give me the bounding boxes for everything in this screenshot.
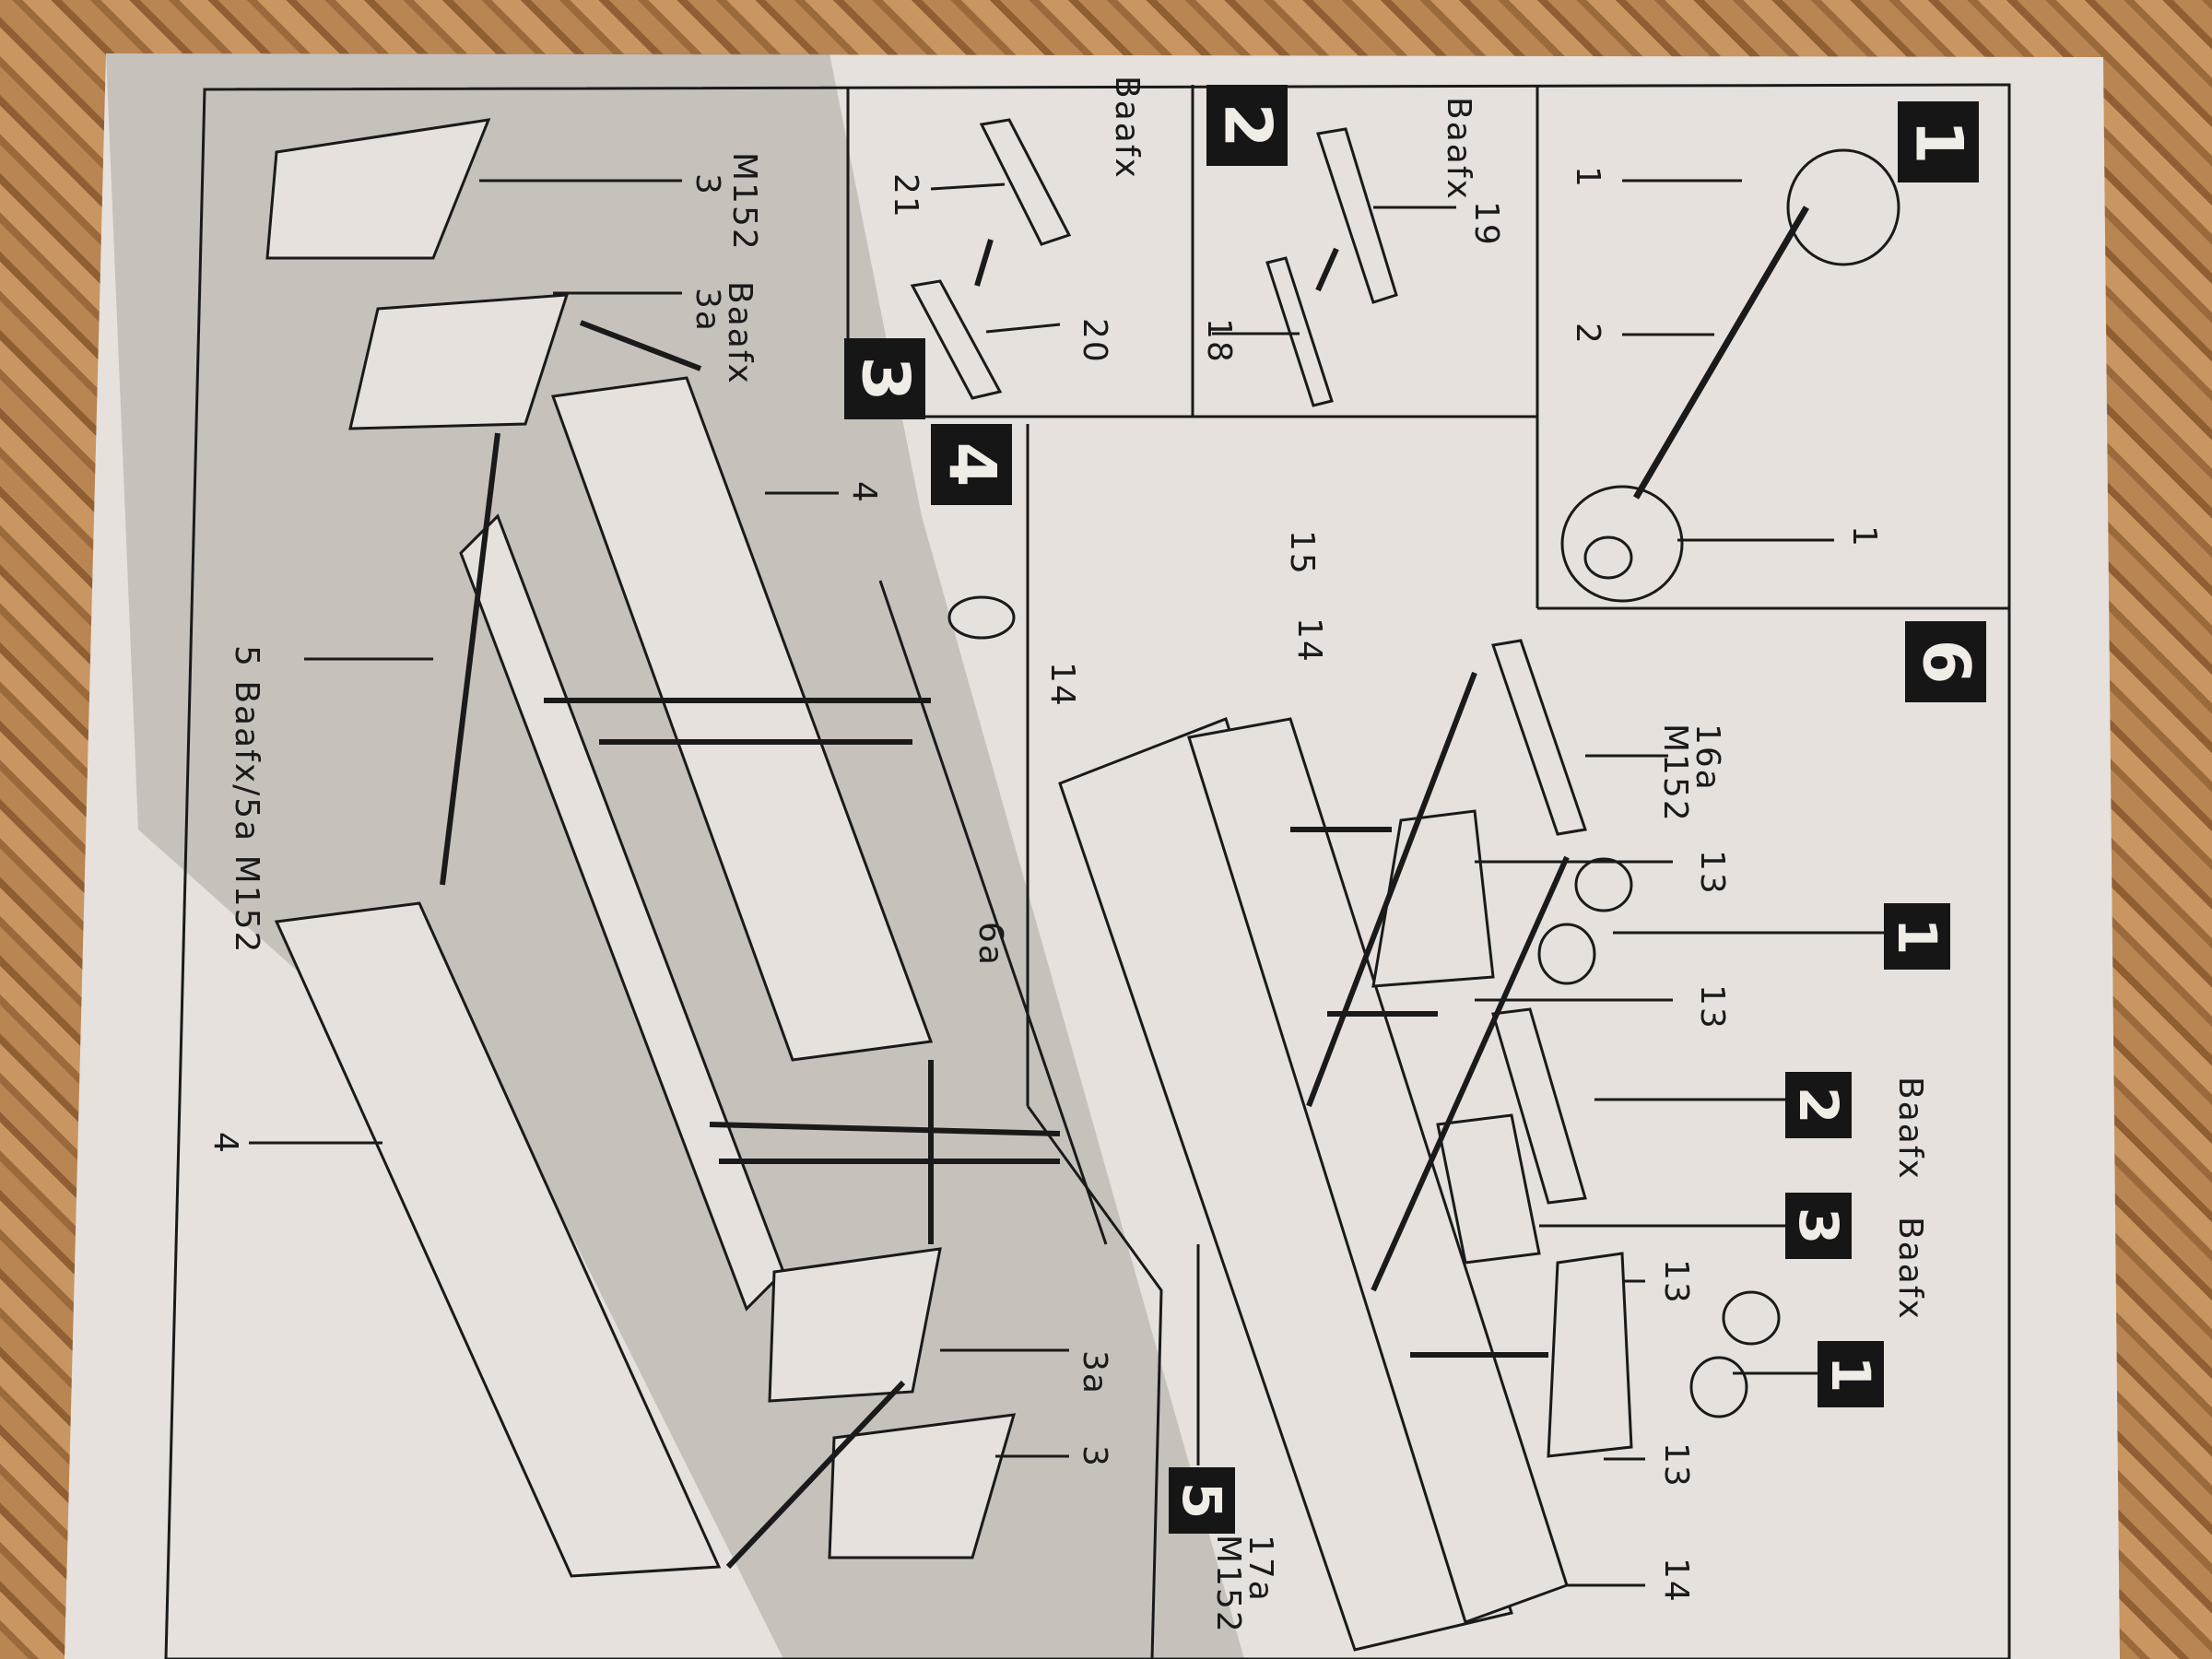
label-axle: 2 [1569,323,1606,346]
badge-number: 2 [1209,102,1285,148]
badge-number: 4 [934,441,1009,488]
step-badge-3: 3 [844,338,925,419]
label-bogie-13: 13 [1693,984,1731,1030]
label-roof-16a: 16a [1688,724,1726,792]
label-baafx: Baafx [721,281,759,385]
ref-badge-1-lower: 1 [1818,1341,1884,1407]
label-wheel: 1 [1845,525,1883,548]
label-part-3: 3 [688,173,726,196]
label-part-3: 3 [1076,1445,1113,1468]
label-part-14: 14 [1290,618,1328,664]
step-badge-6: 6 [1905,621,1986,702]
label-part-18: 18 [1200,318,1238,364]
label-variant: Baafx [1108,76,1146,180]
label-bogie-13: 13 [1693,850,1731,896]
label-m152: M152 [725,152,763,252]
label-part-21: 21 [887,173,924,219]
label-bogie-13: 13 [1657,1259,1695,1305]
step-badge-2: 2 [1206,85,1288,166]
step-badge-5: 5 [1169,1467,1235,1534]
badge-number: 5 [1170,1481,1233,1520]
outer-frame [164,83,2011,1659]
label-part-17a: 17a [1241,1535,1279,1603]
label-m152: M152 [1209,1535,1247,1634]
shadow [106,53,1244,1659]
label-side-4: 4 [206,1132,244,1155]
label-floor: 5 Baafx/5a M152 [228,645,265,955]
label-part-6a: 6a [971,922,1009,967]
label-part-3a: 3a [688,288,726,333]
step-badge-4: 4 [931,424,1012,505]
ref-badge-1: 1 [1884,903,1950,970]
label-variant: Baafx [1440,97,1477,201]
badge-number: 1 [1900,119,1976,165]
label-part-14: 14 [1657,1558,1695,1604]
label-bogie-13: 13 [1657,1442,1695,1488]
label-part-3a: 3a [1076,1350,1113,1395]
badge-number: 2 [1786,1086,1850,1124]
label-part-14: 14 [1043,662,1081,708]
step-badge-1-wheelset: 1 [1898,101,1979,182]
badge-number: 6 [1908,639,1983,685]
label-wheel: 1 [1569,166,1606,189]
badge-number: 3 [1786,1206,1850,1245]
ref-badge-3: 3 [1785,1193,1852,1259]
badge-number: 1 [1818,1355,1882,1394]
label-roof-m152: M152 [1656,724,1694,823]
label-side-4: 4 [845,481,883,504]
badge-number: 1 [1885,917,1948,956]
label-part-19: 19 [1467,201,1505,247]
label-part-15: 15 [1283,530,1321,576]
badge-number: 3 [847,356,923,402]
ref-badge-2: 2 [1785,1072,1852,1138]
label-baafx: Baafx [1891,1077,1929,1181]
label-baafx: Baafx [1891,1217,1929,1321]
label-part-20: 20 [1076,318,1113,364]
